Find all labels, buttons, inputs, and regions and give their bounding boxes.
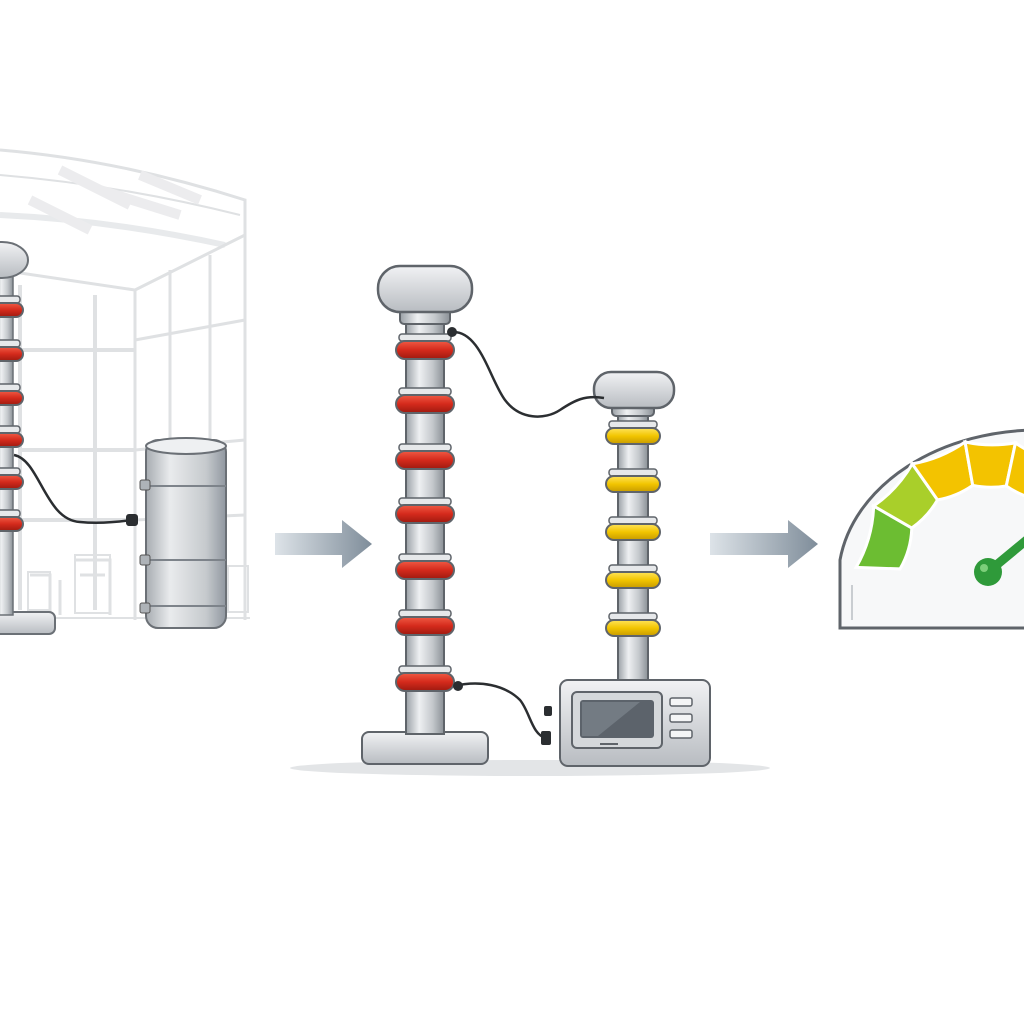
red-shed [0,302,24,318]
arrow-1 [275,520,372,568]
shed-collar [398,333,452,342]
stage-lab [0,148,250,635]
shed-collar [398,387,452,396]
cable-bottom [453,682,547,740]
cable-top [451,330,605,418]
red-shed [0,474,24,490]
shed-collar [608,420,658,429]
red-shed [395,560,455,580]
red-shed [0,516,24,532]
stage-setup [290,264,770,776]
yellow-shed [605,523,661,541]
cylindrical-tank [139,437,227,629]
shed-collar [398,553,452,562]
red-shed [0,432,24,448]
shed-collar [0,467,21,476]
cable-lab [13,453,133,525]
needle [974,536,1024,586]
shed-collar [0,383,21,392]
arrow-2 [710,520,818,568]
shed-collar [608,564,658,573]
shed-collar [0,295,21,304]
shed-collar [398,497,452,506]
yellow-shed-column [592,370,676,683]
yellow-shed [605,475,661,493]
gauge-segment-yellow [1004,440,1024,498]
red-shed [395,340,455,360]
red-shed [395,450,455,470]
shed-collar [0,425,21,434]
red-shed-column [361,264,489,765]
red-shed [395,394,455,414]
control-button [669,697,693,707]
gauge-icon [838,428,1024,630]
shed-collar [608,516,658,525]
cable-plug [126,514,138,526]
shed-collar [398,443,452,452]
shed-collar [398,609,452,618]
yellow-shed [605,619,661,637]
control-unit [559,679,711,767]
shed-collar [0,339,21,348]
building-icon [0,148,250,620]
shed-collar [0,509,21,518]
red-shed-column-lab [0,241,56,635]
shed-collar [608,468,658,477]
red-shed [0,346,24,362]
yellow-shed [605,571,661,589]
control-button [669,713,693,723]
shed-collar [398,665,452,674]
red-shed [395,616,455,636]
control-button [669,729,693,739]
red-shed [0,390,24,406]
shed-collar [608,612,658,621]
red-shed [395,672,455,692]
red-shed [395,504,455,524]
yellow-shed [605,427,661,445]
